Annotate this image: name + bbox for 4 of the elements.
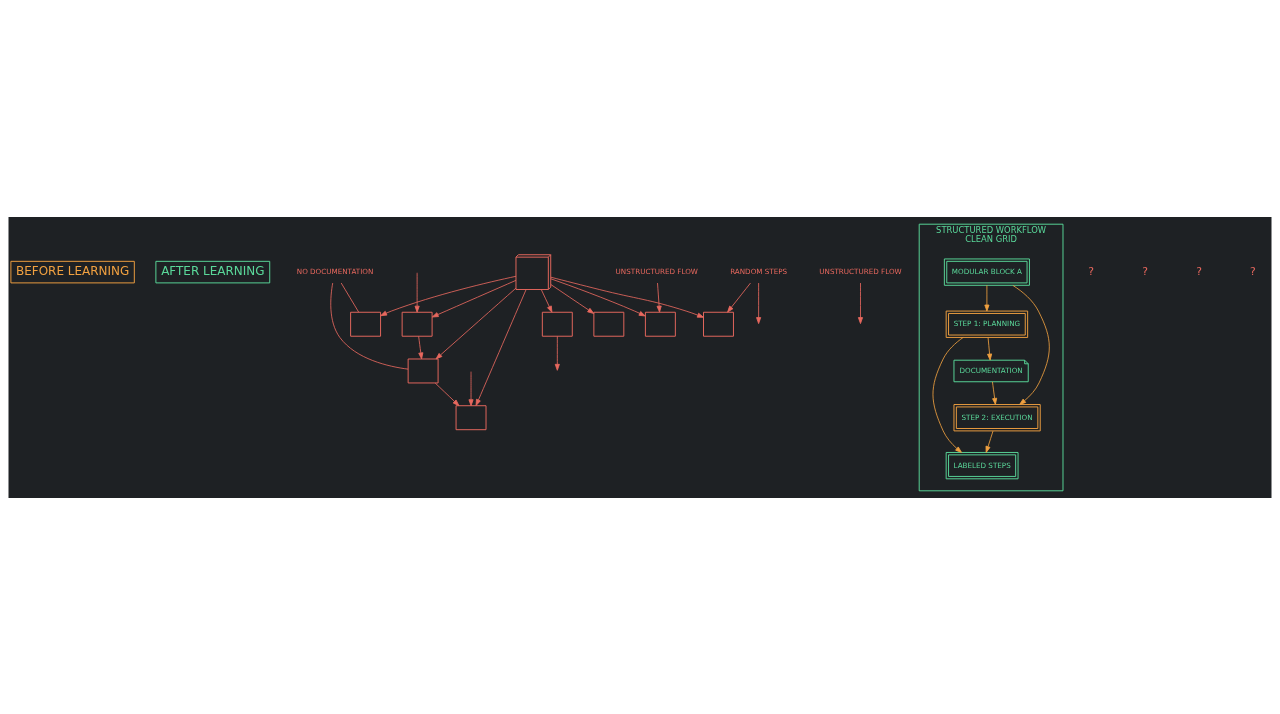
label: ?: [1250, 264, 1256, 278]
label: ?: [1142, 264, 1148, 278]
label: ?: [1196, 264, 1202, 278]
label: ?: [1088, 264, 1095, 278]
